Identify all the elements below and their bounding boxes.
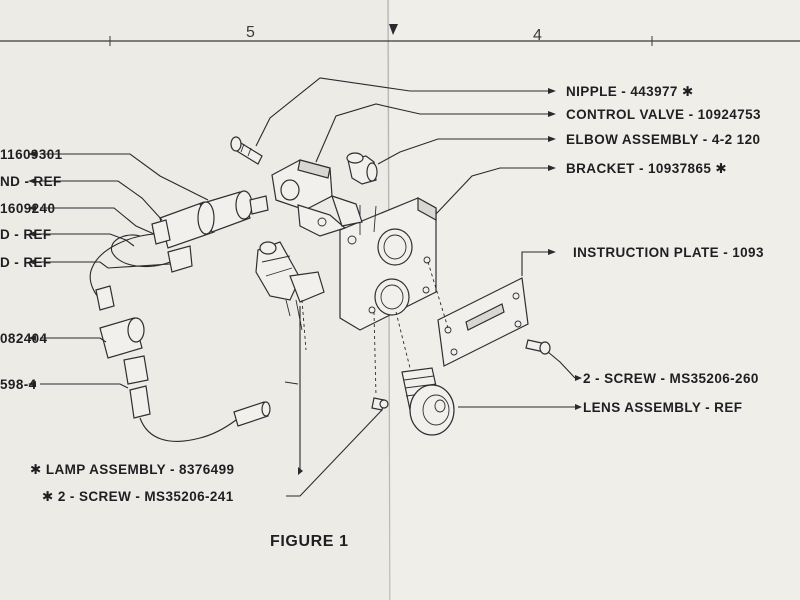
nipple-part — [230, 136, 263, 165]
alignment-lines — [284, 261, 449, 397]
lens-assembly-part — [401, 367, 455, 436]
label-left-7: 598-4 — [0, 377, 37, 392]
label-screw-241: ✱ 2 - SCREW - MS35206-241 — [42, 489, 234, 504]
label-screw-260: 2 - SCREW - MS35206-260 — [583, 371, 759, 386]
label-nipple: NIPPLE - 443977 ✱ — [566, 84, 694, 99]
label-left-4: D - REF — [0, 227, 52, 242]
leader-arrows — [28, 88, 582, 475]
label-left-5: D - REF — [0, 255, 52, 270]
grid-number-right: 4 — [533, 27, 542, 44]
label-lens-assembly: LENS ASSEMBLY - REF — [583, 400, 742, 415]
lamp-assembly-part — [255, 241, 325, 331]
label-left-6: 082404 — [0, 331, 48, 346]
label-left-2: ND - REF — [0, 174, 62, 189]
switch-assembly-part — [151, 190, 269, 273]
label-elbow-assembly: ELBOW ASSEMBLY - 4-2 120 — [566, 132, 760, 147]
label-left-1: 11609301 — [0, 147, 63, 162]
leader-lines — [40, 77, 576, 497]
label-control-valve: CONTROL VALVE - 10924753 — [566, 107, 761, 122]
wiring-harness-part — [89, 233, 271, 442]
bracket-part — [339, 196, 437, 331]
label-bracket: BRACKET - 10937865 ✱ — [566, 161, 727, 176]
grid-number-left: 5 — [246, 24, 255, 41]
label-instruction-plate: INSTRUCTION PLATE - 1093 — [573, 245, 764, 260]
elbow-assembly-part — [346, 152, 378, 185]
label-left-3: 1609240 — [0, 201, 55, 216]
label-lamp-assembly: ✱ LAMP ASSEMBLY - 8376499 — [30, 462, 234, 477]
instruction-plate-part — [437, 277, 529, 367]
screw-241-part — [371, 397, 389, 411]
figure-caption: FIGURE 1 — [270, 533, 349, 550]
screw-260-part — [525, 339, 551, 355]
fold-marker-icon — [389, 24, 398, 35]
control-valve-part — [271, 159, 363, 237]
